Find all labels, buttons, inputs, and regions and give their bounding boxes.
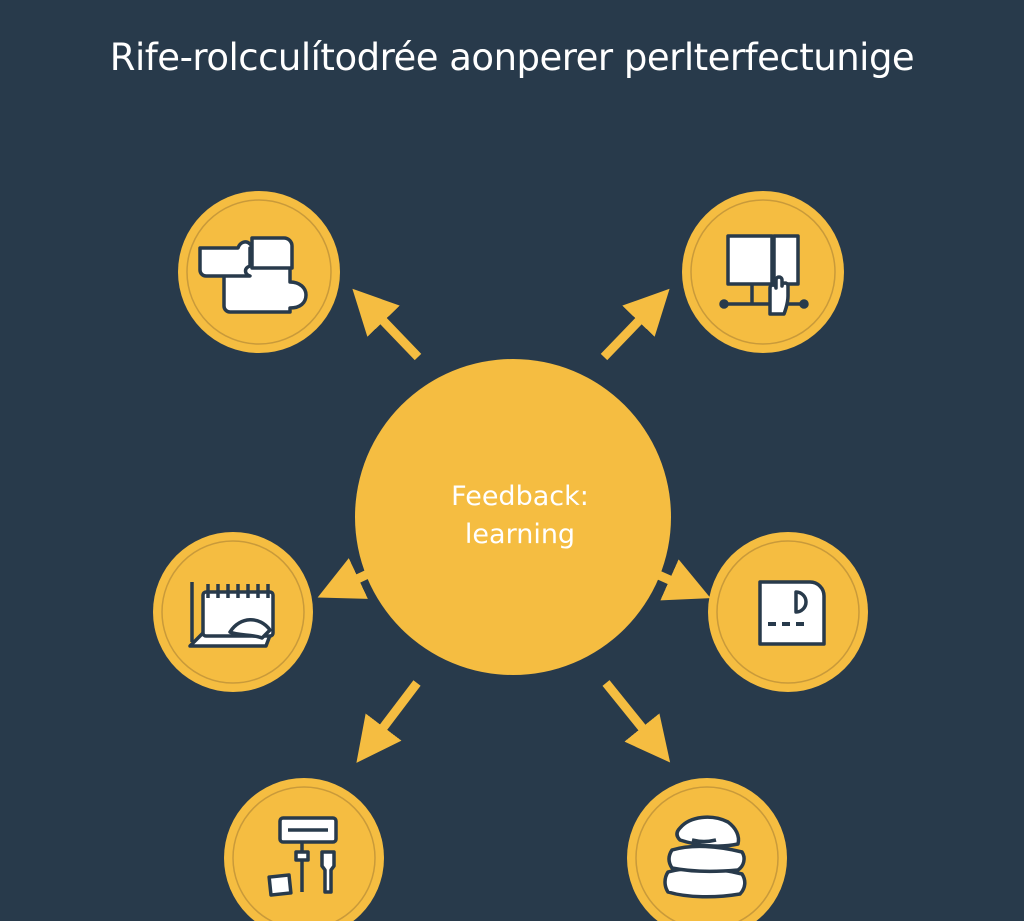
workshop-tools-icon: [267, 816, 338, 897]
center-label-line1: Feedback:: [451, 481, 589, 512]
node-bottom-left: [224, 778, 384, 921]
node-mid-left: [153, 532, 313, 692]
node-top-left: [178, 191, 340, 353]
center-node-label: Feedback: learning: [355, 478, 685, 554]
arrow-to-top-left: [352, 288, 422, 361]
arrow-to-mid-right: [652, 559, 711, 601]
monitor-touch-icon: [719, 234, 809, 316]
node-mid-right: [708, 532, 868, 692]
arrow-to-top-right: [600, 288, 670, 361]
stacked-cloth-icon: [663, 815, 747, 899]
center-node: [355, 359, 671, 675]
node-top-right: [682, 191, 844, 353]
arrow-to-mid-left: [317, 558, 372, 599]
puzzle-pieces-icon: [198, 236, 308, 314]
arrow-to-bottom-left: [356, 680, 421, 763]
arrow-to-bottom-right: [602, 680, 671, 763]
node-bottom-right: [627, 778, 787, 921]
center-label-line2: learning: [464, 519, 576, 550]
device-panel-icon: [758, 580, 826, 646]
notebook-pencil-icon: [188, 582, 275, 648]
connector-arrows: [317, 288, 711, 763]
diagram-title: Rife-rolcculítodrée aonperer perlterfect…: [109, 36, 915, 79]
